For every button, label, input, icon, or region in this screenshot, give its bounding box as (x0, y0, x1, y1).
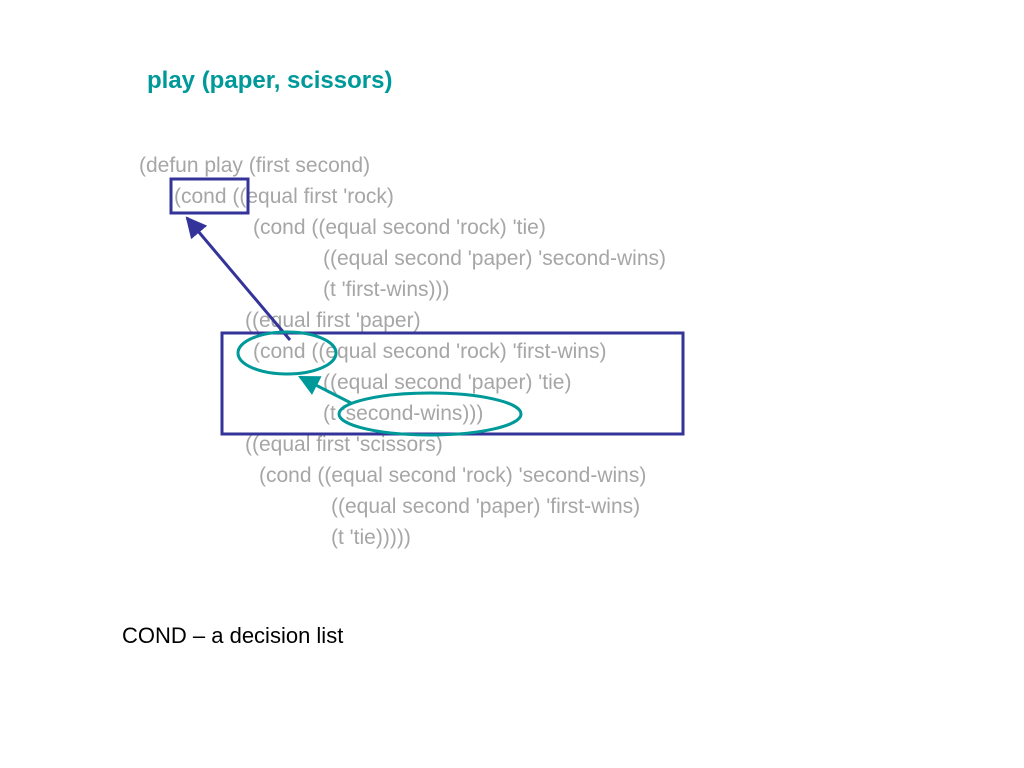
code-line-paper-test: ((equal first 'paper) (245, 309, 421, 332)
code-line-paper-paper: ((equal second 'paper) 'tie) (323, 371, 572, 394)
slide-caption: COND – a decision list (122, 623, 344, 648)
code-line-scissors-cond: (cond ((equal second 'rock) 'second-wins… (259, 464, 647, 487)
code-line-paper-default: (t 'second-wins))) (323, 402, 484, 425)
code-line-scissors-test: ((equal first 'scissors) (245, 433, 443, 456)
code-line-defun: (defun play (first second) (139, 154, 371, 177)
code-line-rock-default: (t 'first-wins))) (323, 278, 450, 301)
code-line-rock-paper: ((equal second 'paper) 'second-wins) (323, 247, 667, 270)
slide-title: play (paper, scissors) (147, 67, 393, 94)
code-line-rock-cond: (cond ((equal second 'rock) 'tie) (253, 216, 546, 239)
code-line-paper-cond: (cond ((equal second 'rock) 'first-wins) (253, 340, 607, 363)
code-line-scissors-default: (t 'tie))))) (331, 526, 411, 549)
code-line-outer-cond: (cond ((equal first 'rock) (174, 185, 394, 208)
code-line-scissors-paper: ((equal second 'paper) 'first-wins) (331, 495, 641, 518)
